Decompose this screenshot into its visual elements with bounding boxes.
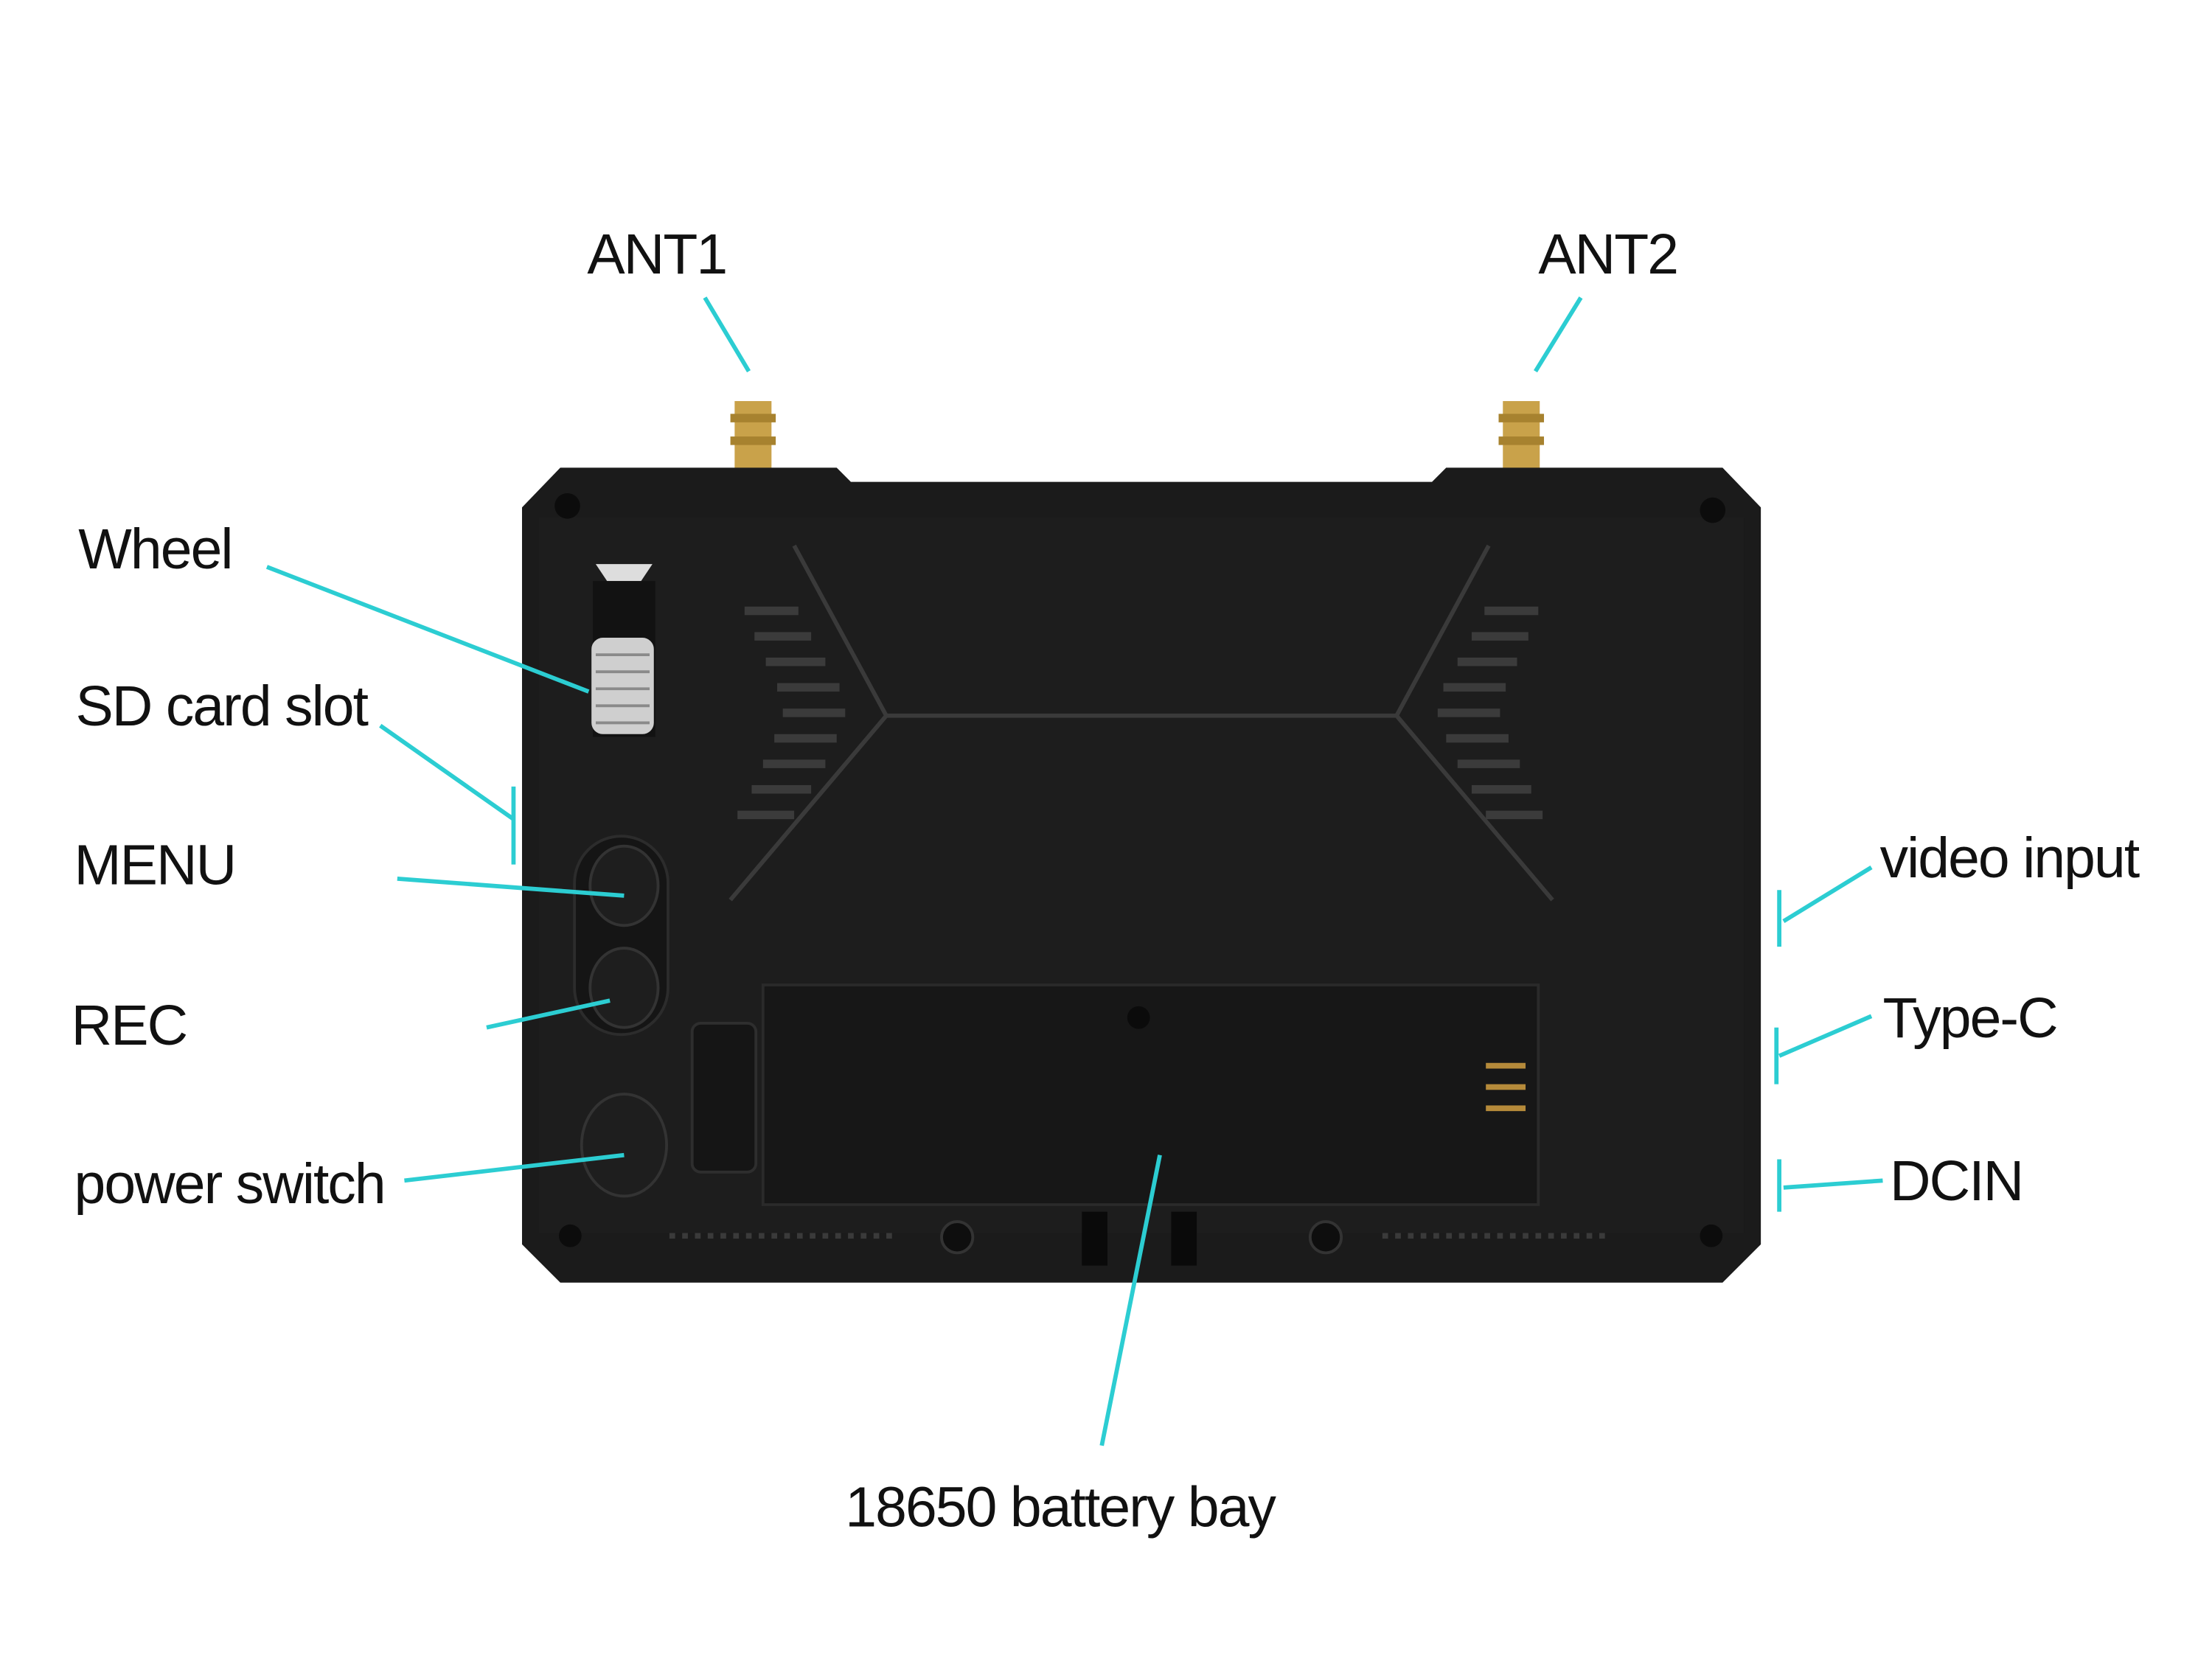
power-switch[interactable]: [580, 1093, 668, 1198]
label-battery-bay: 18650 battery bay: [845, 1475, 1276, 1539]
label-type-c: Type-C: [1882, 986, 2056, 1050]
leader-lines: [265, 296, 1883, 1446]
label-menu: MENU: [74, 834, 236, 897]
label-sd-card-slot: SD card slot: [75, 675, 368, 738]
rec-button[interactable]: [588, 947, 660, 1029]
antenna-ant2: [1498, 401, 1545, 470]
label-power-switch: power switch: [74, 1152, 385, 1216]
vent-right: [1437, 606, 1543, 820]
menu-button[interactable]: [588, 844, 660, 927]
wheel[interactable]: [591, 638, 654, 734]
battery-bay-cover[interactable]: [761, 983, 1540, 1206]
label-rec: REC: [72, 994, 187, 1057]
label-ant1: ANT1: [587, 223, 726, 286]
label-ant2: ANT2: [1538, 223, 1677, 286]
label-wheel: Wheel: [78, 518, 232, 581]
sd-card-slot[interactable]: [595, 564, 653, 582]
antenna-ant1: [730, 401, 776, 470]
label-dcin: DCIN: [1890, 1149, 2023, 1213]
vent-left: [737, 606, 846, 820]
label-video-input: video input: [1880, 826, 2140, 890]
